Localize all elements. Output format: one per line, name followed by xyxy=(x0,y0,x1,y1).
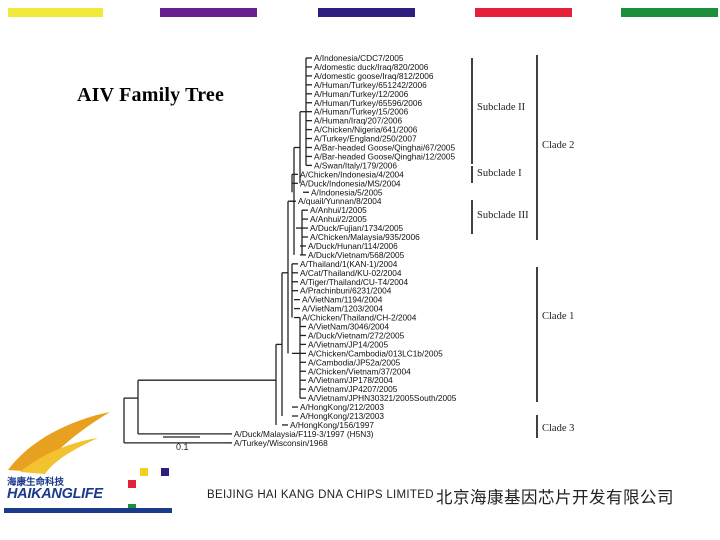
tree-leaf-label: A/Chicken/Indonesia/4/2004 xyxy=(300,169,404,179)
logo-wordmark-main: HAIKANG xyxy=(7,486,73,502)
haikang-logo-swoosh xyxy=(4,412,172,513)
header-bar-green xyxy=(621,8,718,17)
tree-leaf-label: A/Cat/Thailand/KU-02/2004 xyxy=(300,268,402,278)
tree-leaf-label: A/Human/Turkey/15/2006 xyxy=(314,107,409,117)
header-bar-yellow xyxy=(8,8,103,17)
tree-leaf-label: A/domestic goose/Iraq/812/2006 xyxy=(314,71,434,81)
subclade-i-label: Subclade I xyxy=(477,168,522,179)
tree-leaf-label: A/Chicken/Vietnam/37/2004 xyxy=(308,366,411,376)
tree-leaf-label: A/Vietnam/JP14/2005 xyxy=(308,339,388,349)
subclade-iii-label: Subclade III xyxy=(477,210,529,221)
subclade-ii-label: Subclade II xyxy=(477,102,526,113)
tree-leaf-label: A/Chicken/Malaysia/935/2006 xyxy=(310,232,420,242)
tree-leaf-label: A/HongKong/213/2003 xyxy=(300,411,384,421)
tree-leaf-label: A/quail/Yunnan/8/2004 xyxy=(298,196,382,206)
tree-leaf-label: A/Chicken/Thailand/CH-2/2004 xyxy=(302,313,417,323)
scale-bar-label: 0.1 xyxy=(176,442,189,452)
tree-leaf-label: A/Human/Turkey/12/2006 xyxy=(314,89,409,99)
tree-leaf-label: A/Swan/Italy/179/2006 xyxy=(314,160,397,170)
tree-leaf-label: A/Cambodia/JP52a/2005 xyxy=(308,357,401,367)
tree-leaf-label: A/VietNam/1203/2004 xyxy=(302,304,383,314)
tree-leaf-label: A/Vietnam/JP178/2004 xyxy=(308,375,393,385)
tree-leaf-label: A/Duck/Vietnam/272/2005 xyxy=(308,330,405,340)
header-bar-red xyxy=(475,8,572,17)
tree-leaf-label: A/HongKong/156/1997 xyxy=(290,420,374,430)
tree-leaf-label: A/Anhui/1/2005 xyxy=(310,205,367,215)
tree-leaf-label: A/Human/Iraq/207/2006 xyxy=(314,116,402,126)
tree-leaf-label: A/Indonesia/5/2005 xyxy=(311,187,383,197)
tree-leaf-label: A/HongKong/212/2003 xyxy=(300,402,384,412)
clade-1-label: Clade 1 xyxy=(542,311,574,322)
tree-leaf-label: A/Duck/Vietnam/568/2005 xyxy=(308,250,405,260)
header-bar-purple xyxy=(160,8,257,17)
tree-leaf-label: A/domestic duck/Iraq/820/2006 xyxy=(314,62,429,72)
header-bar-indigo xyxy=(318,8,415,17)
tree-leaf-label: A/Vietnam/JP4207/2005 xyxy=(308,384,398,394)
tree-leaf-label: A/Duck/Fujian/1734/2005 xyxy=(310,223,404,233)
tree-leaf-label: A/Turkey/Wisconsin/1968 xyxy=(234,438,328,448)
tree-leaf-label: A/Turkey/England/250/2007 xyxy=(314,134,417,144)
tree-leaf-label: A/Thailand/1(KAN-1)/2004 xyxy=(300,259,398,269)
slide-title: AIV Family Tree xyxy=(77,84,225,106)
tree-leaf-label: A/Chicken/Cambodia/013LC1b/2005 xyxy=(308,348,443,358)
tree-leaf-label: A/Bar-headed Goose/Qinghai/67/2005 xyxy=(314,143,456,153)
tree-leaf-label: A/Tiger/Thailand/CU-T4/2004 xyxy=(300,277,408,287)
logo-wordmark-accent: LIFE xyxy=(72,486,104,502)
tree-leaf-label: A/Indonesia/CDC7/2005 xyxy=(314,53,404,63)
tree-leaf-label: A/VietNam/1194/2004 xyxy=(302,295,383,305)
company-name-english: BEIJING HAI KANG DNA CHIPS LIMITED xyxy=(207,489,434,501)
logo-wordmark: HAIKANGLIFE xyxy=(7,486,103,502)
tree-leaf-label: A/Duck/Malaysia/F119-3/1997 (H5N3) xyxy=(234,429,374,439)
tree-leaf-label: A/Duck/Indonesia/MS/2004 xyxy=(300,178,401,188)
tree-leaf-label: A/Anhui/2/2005 xyxy=(310,214,367,224)
tree-leaf-label: A/Human/Turkey/651242/2006 xyxy=(314,80,427,90)
company-name-chinese: 北京海康基因芯片开发有限公司 xyxy=(436,488,674,507)
tree-leaf-label: A/VietNam/3046/2004 xyxy=(308,322,389,332)
clade-2-label: Clade 2 xyxy=(542,140,574,151)
tree-leaf-label: A/Human/Turkey/65596/2006 xyxy=(314,98,422,108)
tree-leaf-label: A/Chicken/Nigeria/641/2006 xyxy=(314,125,418,135)
tree-leaf-label: A/Vietnam/JPHN30321/2005South/2005 xyxy=(308,393,457,403)
tree-leaf-label: A/Bar-headed Goose/Qinghai/12/2005 xyxy=(314,151,456,161)
tree-leaf-label: A/Prachinburi/6231/2004 xyxy=(300,286,392,296)
clade-3-label: Clade 3 xyxy=(542,423,574,434)
logo-chinese-text: 海康生命科技 xyxy=(7,477,65,488)
tree-leaf-label: A/Duck/Hunan/114/2006 xyxy=(308,241,398,251)
